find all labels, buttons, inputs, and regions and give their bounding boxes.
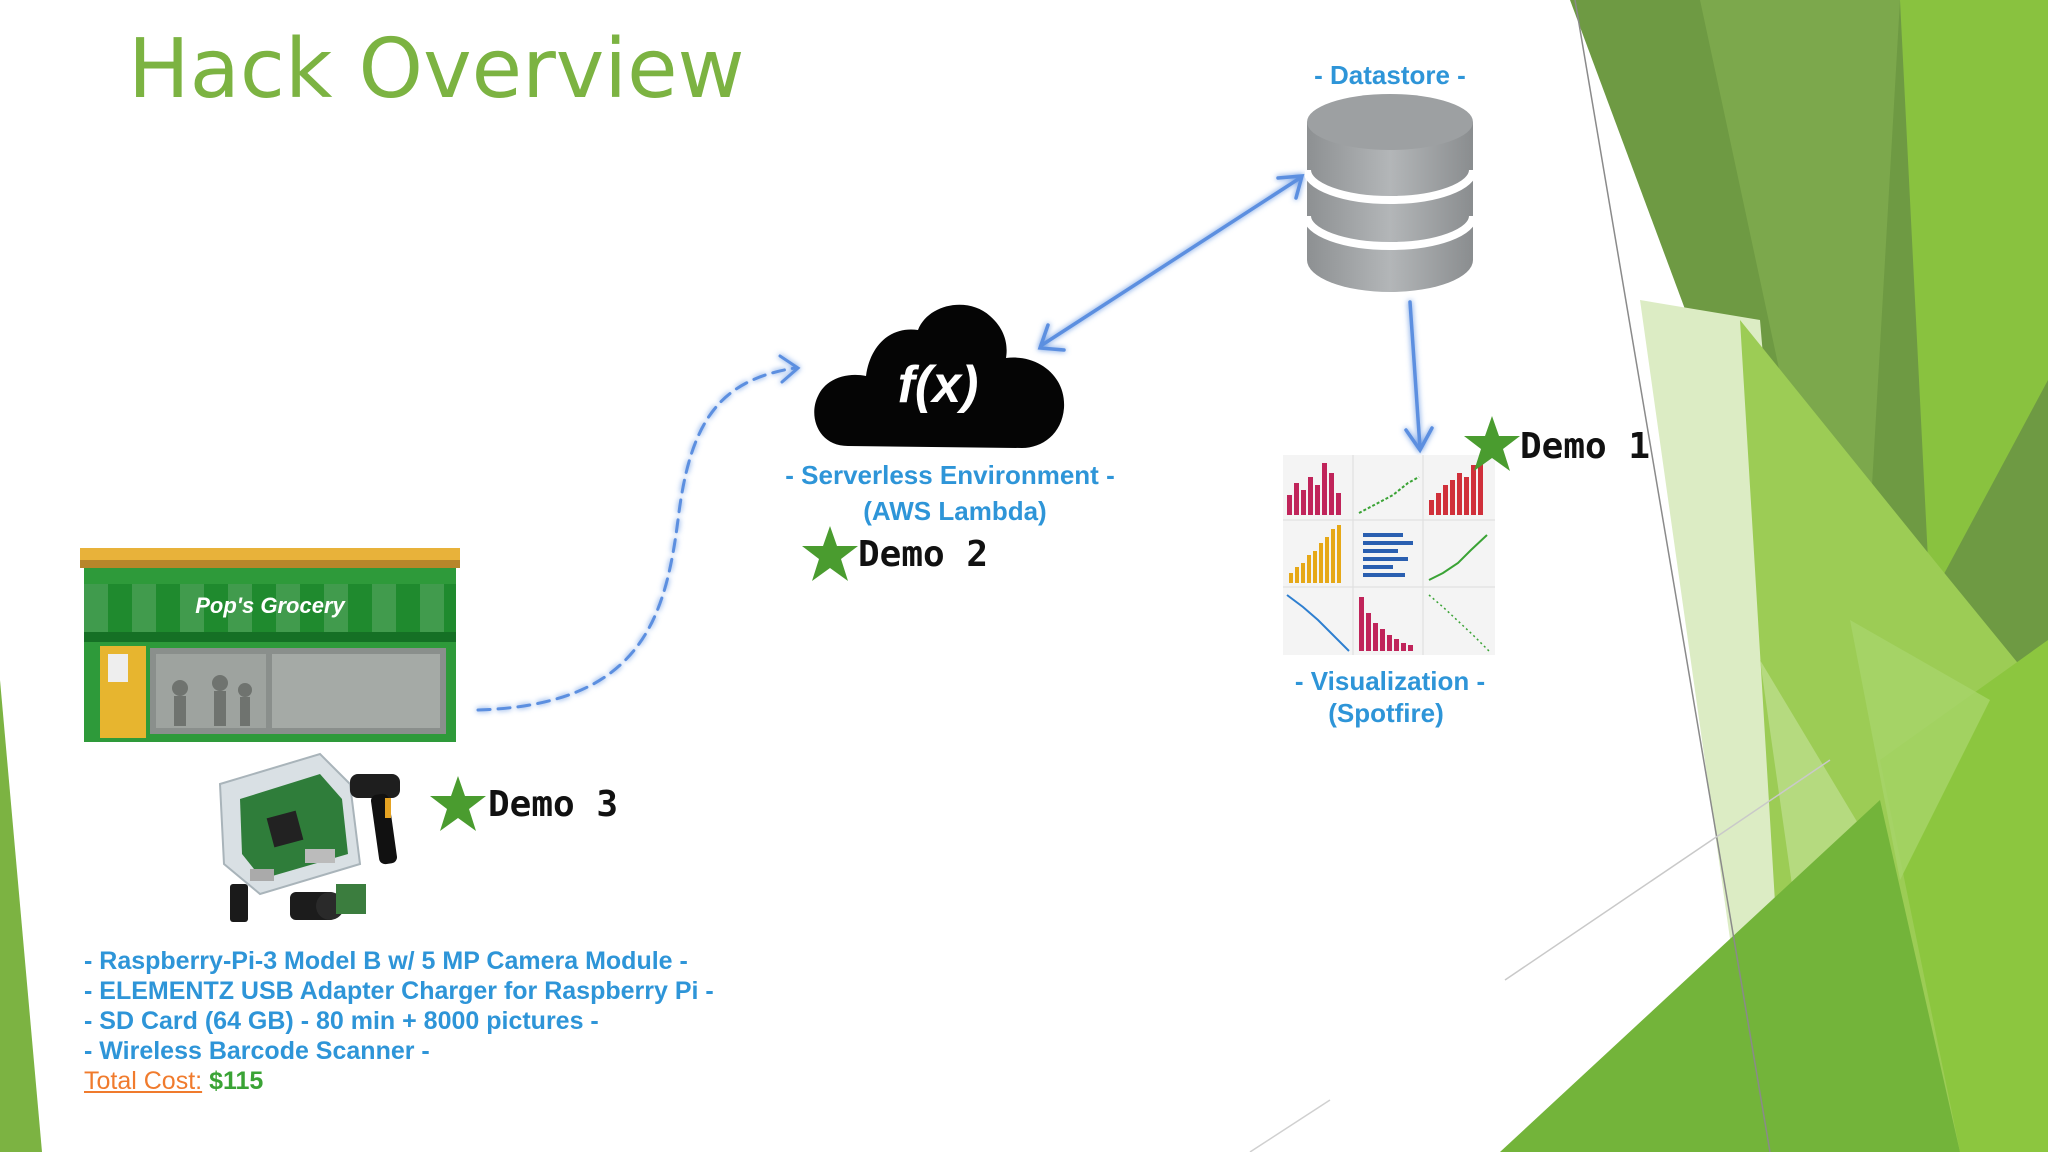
demo2-star-icon xyxy=(802,526,858,581)
hardware-item: - ELEMENTZ USB Adapter Charger for Raspb… xyxy=(84,977,714,1005)
hardware-item: - SD Card (64 GB) - 80 min + 8000 pictur… xyxy=(84,1007,599,1035)
total-cost-row: Total Cost: $115 xyxy=(84,1066,714,1096)
cloud-datastore-arrow xyxy=(1040,176,1302,347)
total-cost-label: Total Cost: xyxy=(84,1067,203,1095)
function-label: f(x) xyxy=(898,356,979,414)
store-sign-text: Pop's Grocery xyxy=(195,593,346,618)
grocery-store-image: Pop's Grocery xyxy=(80,548,460,742)
demo3-label: Demo 3 xyxy=(488,784,619,825)
serverless-label-line2: (AWS Lambda) xyxy=(863,496,1047,526)
cloud-function-icon: f(x) xyxy=(814,304,1065,448)
datastore-to-visualization-arrow xyxy=(1408,300,1422,450)
demo1-star-icon xyxy=(1464,416,1520,471)
hardware-item: - Wireless Barcode Scanner - xyxy=(84,1037,430,1065)
slide-title: Hack Overview xyxy=(128,22,745,117)
demo1-label: Demo 1 xyxy=(1520,426,1651,467)
visualization-label-line2: (Spotfire) xyxy=(1328,698,1444,728)
store-to-cloud-arrow xyxy=(476,366,797,712)
database-icon xyxy=(1305,94,1475,292)
total-cost-value: $115 xyxy=(209,1067,264,1095)
demo2-label: Demo 2 xyxy=(858,534,989,575)
dashboard-charts-thumbnail xyxy=(1283,455,1495,655)
demo3-star-icon xyxy=(430,776,486,831)
serverless-label-line1: - Serverless Environment - xyxy=(785,460,1115,490)
hardware-list: - Raspberry-Pi-3 Model B w/ 5 MP Camera … xyxy=(84,946,714,1096)
datastore-label: - Datastore - xyxy=(1314,60,1466,90)
hardware-item: - Raspberry-Pi-3 Model B w/ 5 MP Camera … xyxy=(84,947,688,975)
raspberry-pi-hardware-image xyxy=(218,752,400,922)
visualization-label-line1: - Visualization - xyxy=(1294,666,1486,696)
